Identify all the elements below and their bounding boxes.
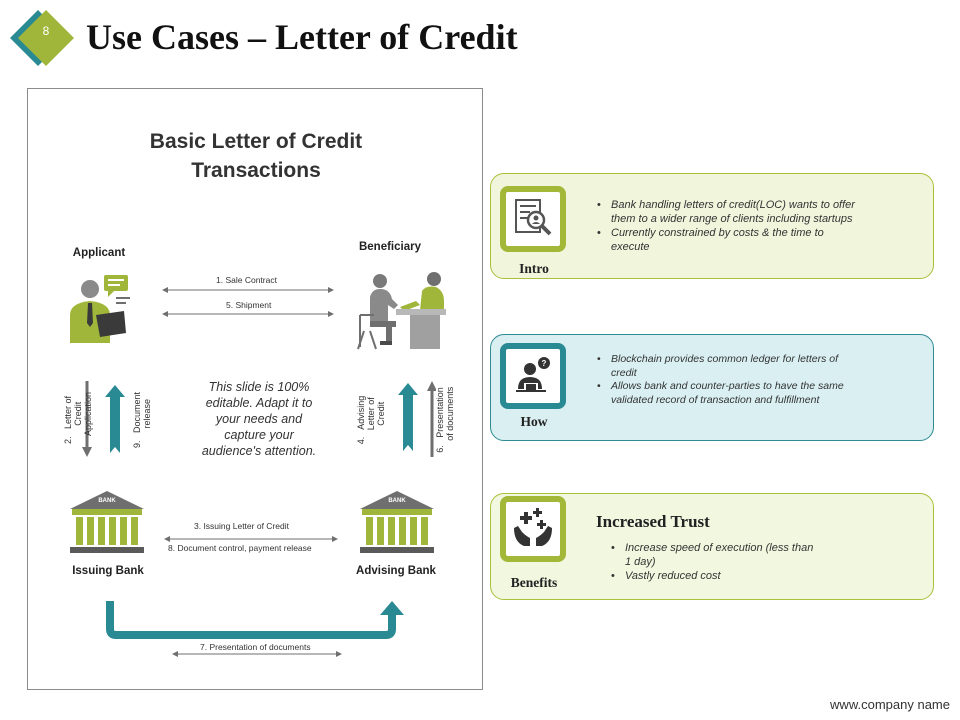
step-5-label: 5. Shipment [226,300,271,310]
page-title: Use Cases – Letter of Credit [86,16,518,58]
document-search-icon [506,192,560,246]
intro-bullets: Bank handling letters of credit(LOC) wan… [595,198,855,254]
advising-bank-label: Advising Bank [346,565,446,577]
diagram-title: Basic Letter of Credit Transactions [28,127,484,185]
issuing-bank-label: Issuing Bank [58,565,158,577]
intro-card: Intro Bank handling letters of credit(LO… [490,173,934,279]
footer-url: www.company name [830,697,950,712]
person-question-icon: ? [506,349,560,403]
diamond-badge-icon [8,8,78,68]
benefits-icon-box [500,496,566,562]
issuing-bank-sign: BANK [68,498,146,504]
step-2-label: 2. Letter of Credit Application [63,380,93,460]
how-label: How [491,414,577,430]
step-7-label: 7. Presentation of documents [200,642,311,652]
intro-bullet: Bank handling letters of credit(LOC) wan… [595,198,855,226]
benefits-bullet: Increase speed of execution (less than 1… [609,541,819,569]
beneficiary-label: Beneficiary [350,241,430,253]
how-bullet: Allows bank and counter-parties to have … [595,380,845,407]
editable-note: This slide is 100% editable. Adapt it to… [196,379,322,459]
benefits-label: Benefits [491,575,577,591]
how-bullets: Blockchain provides common ledger for le… [595,353,845,407]
presentation-flow-arrow [102,597,410,641]
how-bullet: Blockchain provides common ledger for le… [595,353,845,380]
step-8-label: 8. Document control, payment release [168,543,312,553]
intro-bullet: Currently constrained by costs & the tim… [595,226,855,254]
applicant-label: Applicant [64,247,134,259]
benefits-bullets: Increase speed of execution (less than 1… [609,541,819,583]
step-9-label: 9. Document release [132,382,152,458]
step-4-label: 4. Advising Letter of Credit [356,380,386,460]
step-1-label: 1. Sale Contract [216,275,277,285]
beneficiary-bank-arrows [392,379,436,459]
advising-bank-sign: BANK [358,498,436,504]
step-6-label: 6. Presentation of documents [435,378,455,462]
intro-icon-box [500,186,566,252]
how-card: ? How Blockchain provides common ledger … [490,334,934,441]
how-icon-box: ? [500,343,566,409]
benefits-bullet: Vastly reduced cost [609,569,819,583]
applicant-person-icon [66,271,138,345]
benefits-heading: Increased Trust [596,512,710,532]
intro-label: Intro [491,261,577,277]
beneficiary-meeting-icon [350,271,446,351]
step-3-label: 3. Issuing Letter of Credit [194,521,289,531]
slide-number-badge [8,8,78,68]
benefits-card: Benefits Increased Trust Increase speed … [490,493,934,600]
diagram-panel: Basic Letter of Credit Transactions Appl… [27,88,483,690]
svg-text:?: ? [542,359,547,368]
hands-health-icon [506,502,560,556]
slide-number: 8 [31,24,61,38]
